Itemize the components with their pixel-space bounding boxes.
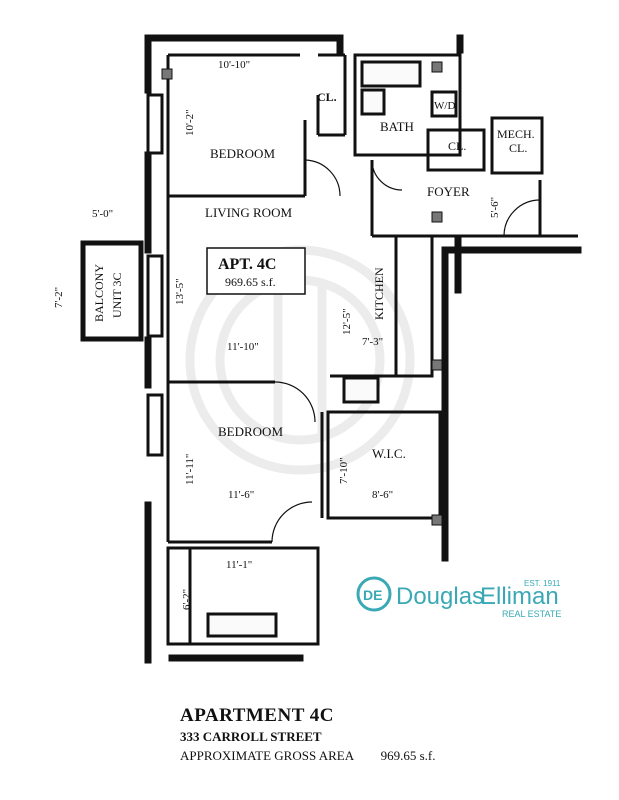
room-mech-line2: CL.: [509, 141, 527, 155]
walls: [144, 34, 582, 664]
footer-title: APARTMENT 4C: [180, 705, 334, 726]
dim-bath2-width: 11'-1": [226, 559, 252, 571]
dim-bed1-depth: 10'-2": [184, 109, 196, 136]
unit-name: APT. 4C: [218, 256, 276, 273]
room-bedroom-2: BEDROOM: [218, 424, 283, 439]
dim-balcony-offset: 5'-0": [92, 208, 113, 220]
de-monogram-icon: [356, 576, 392, 612]
room-closet: CL.: [317, 90, 337, 104]
door-swings: [271, 159, 541, 543]
structural-columns: [161, 61, 443, 526]
room-living-room: LIVING ROOM: [205, 205, 292, 220]
footer-address: 333 CARROLL STREET: [180, 729, 322, 744]
dim-wic-depth: 7'-10": [338, 457, 350, 484]
room-foyer: FOYER: [427, 184, 470, 199]
brand-logo: DE Douglas Elliman EST. 1911 REAL ESTATE: [356, 576, 561, 619]
balcony-label-1: BALCONY: [92, 264, 106, 322]
dim-foyer-depth: 5'-6": [489, 197, 501, 218]
dim-balcony-height: 7'-2": [53, 287, 65, 308]
brand-established: EST. 1911: [524, 579, 561, 588]
dim-kitchen-length: 12'-5": [341, 308, 353, 335]
brand-initials: DE: [363, 587, 382, 603]
dim-kitchen-width: 7'-3": [362, 336, 383, 348]
room-bedroom-1: BEDROOM: [210, 146, 275, 161]
dimension-labels: 10'-10" 10'-2" 5'-0" 7'-2" 13'-5" 11'-10…: [53, 59, 501, 610]
dim-bed1-width: 10'-10": [218, 59, 250, 71]
room-closet-2: CL.: [448, 139, 466, 153]
dim-wic-width: 8'-6": [372, 489, 393, 501]
room-wic: W.I.C.: [372, 446, 406, 461]
dim-bed2-width: 11'-6": [228, 489, 254, 501]
interior-walls: [80, 53, 578, 646]
dim-living-depth: 13'-5": [174, 278, 186, 305]
room-kitchen: KITCHEN: [372, 267, 386, 320]
dim-living-width: 11'-10": [227, 341, 259, 353]
room-wd: W/D: [434, 100, 455, 112]
unit-area: 969.65 s.f.: [225, 275, 276, 289]
footer-area-label: APPROXIMATE GROSS AREA: [180, 748, 354, 763]
footer-area: APPROXIMATE GROSS AREA 969.65 s.f.: [180, 748, 600, 764]
room-labels: BEDROOM LIVING ROOM BEDROOM CL. BATH W/D…: [92, 90, 535, 461]
room-bath: BATH: [380, 119, 414, 134]
unit-box: APT. 4C 969.65 s.f.: [206, 247, 306, 295]
footer-area-value: 969.65 s.f.: [380, 748, 436, 763]
brand-tagline: REAL ESTATE: [502, 609, 561, 619]
dim-bed2-depth: 11'-11": [184, 454, 196, 485]
dim-bath2-depth: 6'-2": [181, 589, 193, 610]
brand-name-part1: Douglas: [396, 583, 484, 610]
footer: APARTMENT 4C 333 CARROLL STREET APPROXIM…: [180, 705, 600, 764]
balcony-label-2: UNIT 3C: [110, 273, 124, 318]
brand-name-part2: Elliman: [480, 583, 559, 610]
room-mech-line1: MECH.: [497, 127, 535, 141]
